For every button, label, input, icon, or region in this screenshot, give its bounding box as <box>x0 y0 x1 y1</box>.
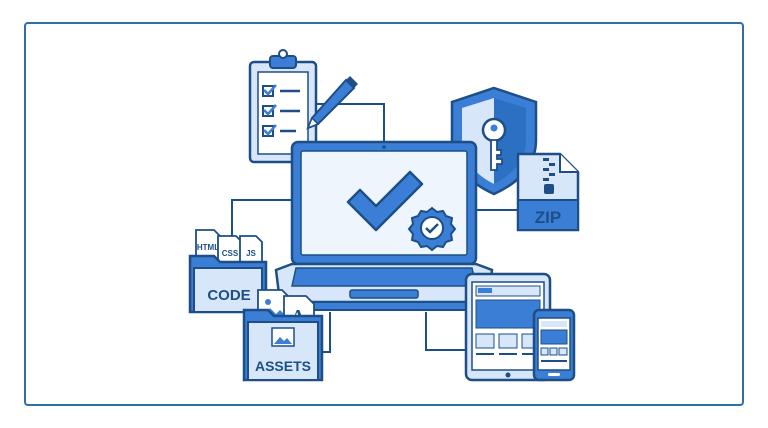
laptop-icon <box>274 140 494 311</box>
assets-folder-label: ASSETS <box>255 358 311 374</box>
pencil-icon <box>306 76 358 130</box>
zip-file-icon: ZIP <box>516 152 580 232</box>
checklist-clipboard-icon <box>248 49 318 164</box>
code-folder-label: CODE <box>207 287 250 304</box>
file-label-js: JS <box>246 249 256 258</box>
file-label-css: CSS <box>222 249 239 258</box>
file-label-html: HTML <box>197 243 219 252</box>
code-folder-icon: HTML CSS JS CODE <box>188 229 268 314</box>
phone-icon <box>532 308 576 382</box>
assets-folder-icon: A ASSETS <box>242 289 324 382</box>
verified-badge-icon <box>407 206 457 252</box>
zip-label: ZIP <box>535 208 561 227</box>
checkmark-icon <box>346 170 424 232</box>
